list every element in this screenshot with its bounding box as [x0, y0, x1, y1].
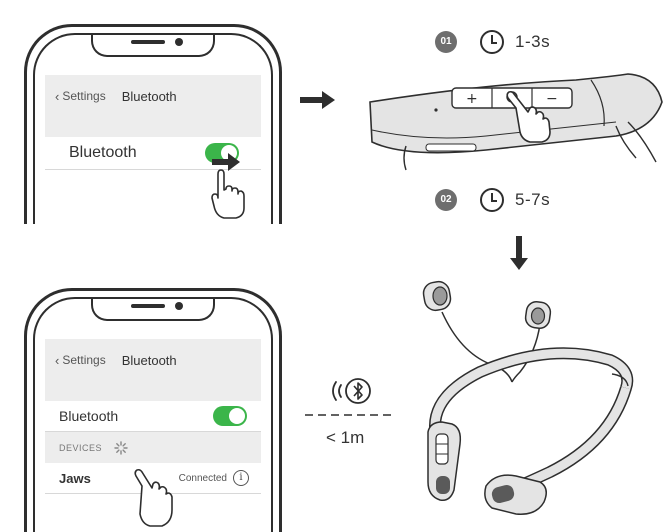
step-time: 5-7s	[515, 190, 551, 209]
bluetooth-icon	[345, 378, 371, 404]
step-02: 02 5-7s	[435, 187, 550, 213]
arrow-right-icon	[300, 91, 335, 109]
bluetooth-label: Bluetooth	[59, 408, 119, 424]
volume-down-icon: −	[546, 91, 558, 107]
bluetooth-row: Bluetooth	[45, 401, 261, 432]
phone-top-screen: ‹ Settings Bluetooth Bluetooth	[45, 75, 261, 224]
neckband-body	[369, 73, 663, 154]
bluetooth-row: Bluetooth	[45, 137, 261, 170]
pointing-hand-icon	[134, 468, 173, 527]
range-label: < 1m	[326, 428, 365, 447]
devices-section-header: DEVICES	[45, 435, 261, 461]
info-icon[interactable]: i	[233, 470, 249, 486]
usb-port	[425, 143, 477, 152]
bluetooth-toggle[interactable]	[213, 406, 247, 426]
clock-icon	[480, 30, 504, 54]
phone-top: ‹ Settings Bluetooth Bluetooth	[24, 24, 282, 224]
cable-left	[403, 145, 407, 171]
bluetooth-label: Bluetooth	[69, 144, 137, 161]
right-housing	[484, 474, 547, 515]
back-button[interactable]: ‹ Settings	[55, 353, 106, 368]
nav-title: Bluetooth	[121, 88, 177, 104]
step-01: 01 1-3s	[435, 29, 550, 55]
device-status: Connected i	[179, 470, 249, 486]
speaker-grille	[131, 304, 165, 308]
arrow-down-icon	[510, 236, 528, 270]
arrow-right-icon	[212, 153, 240, 171]
swipe-gesture	[211, 153, 245, 219]
bluetooth-signal	[332, 378, 371, 404]
step-badge: 02	[435, 189, 457, 211]
volume-up-icon: +	[466, 91, 478, 107]
front-camera	[175, 38, 183, 46]
nav-bar: ‹ Settings Bluetooth	[45, 339, 261, 381]
left-housing	[427, 421, 462, 502]
chevron-left-icon: ‹	[55, 88, 60, 104]
step-time: 1-3s	[515, 32, 551, 51]
toggle-knob	[229, 408, 245, 424]
devices-header: DEVICES	[59, 443, 103, 453]
step-badge: 01	[435, 31, 457, 53]
neckband-headset	[422, 280, 634, 515]
device-status-label: Connected	[178, 472, 227, 484]
chevron-left-icon: ‹	[55, 352, 60, 368]
clock-icon	[480, 188, 504, 212]
phone-top-bezel: ‹ Settings Bluetooth Bluetooth	[33, 33, 273, 224]
phone-notch	[91, 299, 215, 321]
back-label: Settings	[62, 89, 106, 103]
pointing-hand-icon	[506, 90, 551, 143]
signal-waves-icon	[332, 381, 342, 401]
control-buttons	[435, 433, 449, 465]
neckband-closeup: + −	[369, 73, 663, 171]
nav-title: Bluetooth	[121, 352, 177, 368]
back-button[interactable]: ‹ Settings	[55, 89, 106, 104]
device-name: Jaws	[59, 470, 91, 486]
right-earbud	[524, 301, 552, 329]
phone-notch	[91, 35, 215, 57]
back-label: Settings	[62, 353, 106, 367]
left-earbud	[422, 280, 452, 312]
front-camera	[175, 302, 183, 310]
earbud-cable-right	[615, 121, 657, 163]
speaker-grille	[131, 40, 165, 44]
nav-bar: ‹ Settings Bluetooth	[45, 75, 261, 117]
range-divider	[305, 414, 393, 416]
spinner-icon	[114, 441, 128, 455]
neckband-loop	[429, 347, 634, 500]
pointing-hand-icon	[211, 169, 245, 219]
